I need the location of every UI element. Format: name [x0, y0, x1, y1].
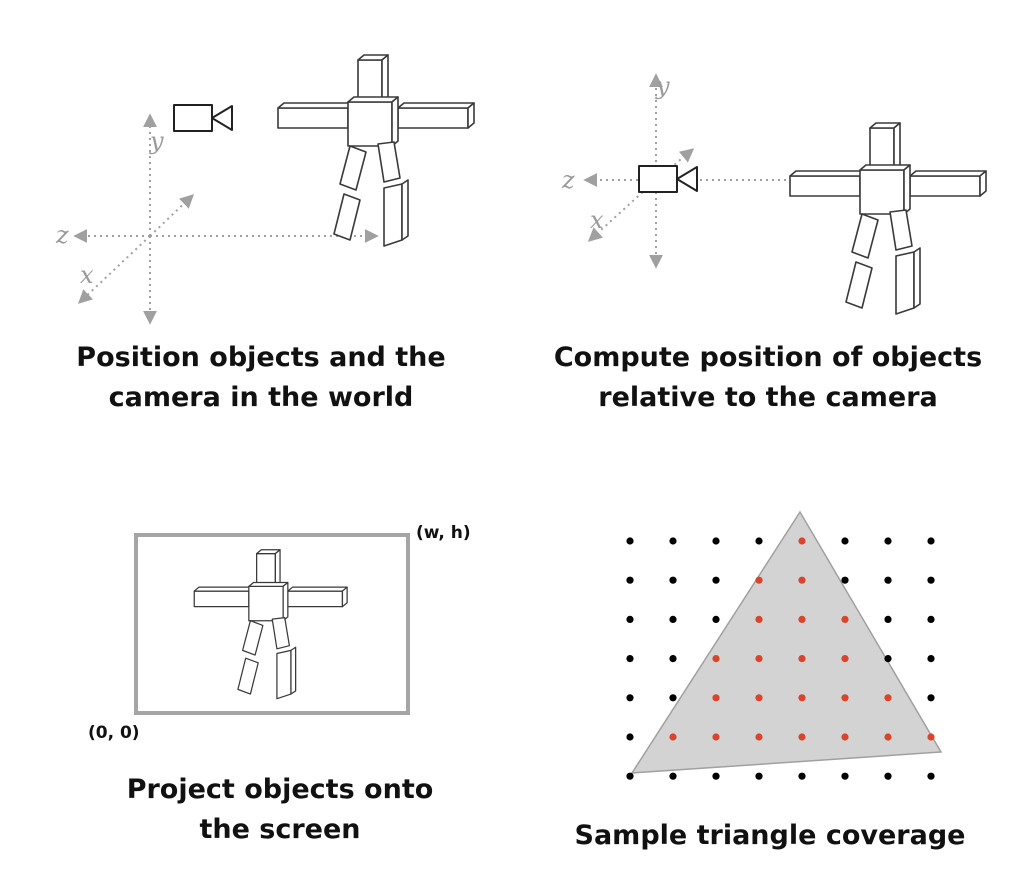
sample-point-covered — [798, 655, 806, 663]
world-axis-z: z — [55, 221, 69, 249]
sample-point-covered — [884, 694, 892, 702]
sample-point — [755, 772, 763, 780]
sample-point-covered — [798, 615, 806, 624]
sample-point-covered — [798, 694, 806, 702]
sample-point-covered — [755, 733, 763, 741]
camera-axis-y: y — [655, 72, 670, 100]
sample-point — [626, 772, 634, 780]
screen-corner-top-right: (w, h) — [416, 523, 471, 543]
world-axes — [73, 113, 379, 325]
sample-point — [712, 576, 720, 584]
sample-point — [884, 615, 892, 624]
camera-axis-z: z — [561, 166, 575, 194]
sample-point-covered — [712, 694, 720, 702]
sample-point — [927, 655, 935, 663]
sample-point-covered — [841, 694, 849, 702]
camera-caption-line1: Compute position of objects — [553, 342, 983, 373]
screen-corner-bottom-left: (0, 0) — [88, 723, 140, 743]
sampling-panel — [626, 510, 943, 780]
sample-point — [927, 694, 935, 702]
sample-point — [626, 537, 634, 545]
sample-point — [669, 772, 677, 780]
sample-point-covered — [755, 615, 763, 624]
sample-point-covered — [755, 694, 763, 702]
sample-point-covered — [927, 733, 935, 741]
sample-point-covered — [798, 576, 806, 584]
sample-point — [884, 772, 892, 780]
sample-point-covered — [798, 733, 806, 741]
sampling-caption-text: Sample triangle coverage — [574, 820, 966, 851]
world-axis-y: y — [149, 127, 164, 155]
projection-caption-line1: Project objects onto — [126, 774, 434, 805]
sample-point — [626, 733, 634, 741]
sample-point — [841, 576, 849, 584]
sample-point — [712, 772, 720, 780]
camera-icon — [638, 165, 698, 193]
sample-point-covered — [841, 733, 849, 741]
sample-point-covered — [884, 733, 892, 741]
sample-point — [755, 537, 763, 545]
camera-panel: y z x — [561, 72, 987, 315]
sample-point-covered — [841, 655, 849, 663]
sample-point-covered — [712, 655, 720, 663]
sample-point-covered — [755, 576, 763, 584]
world-caption-line2: camera in the world — [108, 382, 414, 413]
sample-point-covered — [669, 733, 677, 741]
figure-icon — [193, 549, 348, 700]
world-panel: y z x — [55, 54, 475, 325]
sample-point — [927, 615, 935, 624]
sample-point — [712, 537, 720, 545]
sample-point — [884, 576, 892, 584]
sample-point — [669, 537, 677, 545]
camera-caption: Compute position of objects relative to … — [548, 338, 988, 418]
figure-icon — [789, 122, 987, 315]
sample-point — [712, 615, 720, 624]
figure-icon — [277, 54, 475, 247]
sample-point — [927, 576, 935, 584]
sample-point-covered — [841, 615, 849, 624]
world-caption-line1: Position objects and the — [76, 342, 446, 373]
sample-point — [669, 615, 677, 624]
sample-point — [669, 655, 677, 663]
projection-caption: Project objects onto the screen — [90, 770, 470, 850]
sampling-caption: Sample triangle coverage — [560, 816, 980, 856]
camera-axis-x: x — [590, 206, 604, 234]
camera-icon — [173, 104, 233, 132]
sample-point — [841, 772, 849, 780]
triangle — [630, 510, 943, 774]
sample-point — [884, 655, 892, 663]
sample-point — [626, 694, 634, 702]
world-caption: Position objects and the camera in the w… — [56, 338, 466, 418]
screen-rectangle — [134, 533, 410, 715]
sample-point — [626, 655, 634, 663]
sample-point — [669, 576, 677, 584]
projection-caption-line2: the screen — [199, 814, 361, 845]
sample-point — [927, 537, 935, 545]
sample-point — [626, 615, 634, 624]
sample-point-covered — [798, 537, 806, 545]
sample-point-covered — [712, 733, 720, 741]
world-axis-x: x — [80, 261, 94, 289]
sample-point — [798, 772, 806, 780]
sample-point — [841, 537, 849, 545]
camera-caption-line2: relative to the camera — [598, 382, 938, 413]
sample-point — [884, 537, 892, 545]
sample-point — [626, 576, 634, 584]
sample-point — [927, 772, 935, 780]
sample-point-covered — [755, 655, 763, 663]
sample-point — [669, 694, 677, 702]
projection-panel: (w, h) (0, 0) — [88, 523, 471, 743]
sample-grid — [626, 537, 935, 780]
